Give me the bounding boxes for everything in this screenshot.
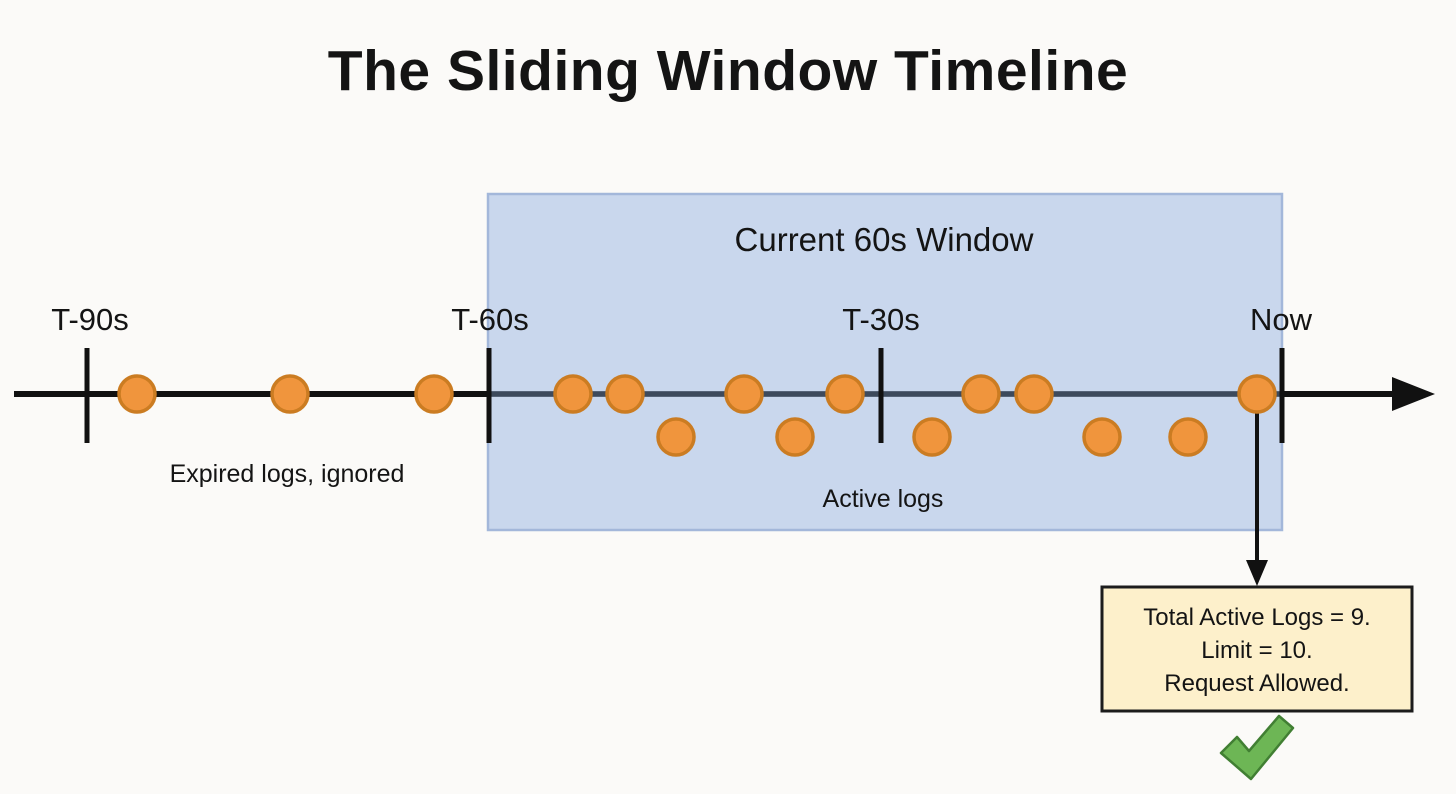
expired-logs-label: Expired logs, ignored xyxy=(170,460,405,488)
log-event-dot xyxy=(1014,374,1054,414)
log-event-dot xyxy=(1168,417,1208,457)
log-event-dot xyxy=(1082,417,1122,457)
log-event-dot xyxy=(825,374,865,414)
result-callout-box xyxy=(1100,585,1414,713)
log-event-dot xyxy=(605,374,645,414)
log-event-dot xyxy=(724,374,764,414)
log-event-dot xyxy=(961,374,1001,414)
callout-line-limit: Limit = 10. xyxy=(1201,637,1312,664)
log-event-dots xyxy=(117,374,1277,457)
current-window-label: Current 60s Window xyxy=(735,221,1034,258)
log-event-dot xyxy=(912,417,952,457)
log-event-dot xyxy=(270,374,310,414)
tick-label-now: Now xyxy=(1250,302,1313,337)
log-event-dot xyxy=(117,374,157,414)
tick-label-t-30s: T-30s xyxy=(842,302,920,337)
timeline-arrow-right-icon xyxy=(1392,377,1435,411)
page-title: The Sliding Window Timeline xyxy=(328,39,1128,103)
tick-label-t-90s: T-90s xyxy=(51,302,129,337)
log-event-dot xyxy=(775,417,815,457)
callout-line-total: Total Active Logs = 9. xyxy=(1143,604,1370,631)
checkmark-icon xyxy=(1219,714,1295,781)
current-window-region xyxy=(486,192,1284,532)
log-event-dot xyxy=(1237,374,1277,414)
log-event-dot xyxy=(656,417,696,457)
log-event-dot xyxy=(414,374,454,414)
tick-label-t-60s: T-60s xyxy=(451,302,529,337)
callout-line-result: Request Allowed. xyxy=(1164,670,1349,697)
log-event-dot xyxy=(553,374,593,414)
active-logs-label: Active logs xyxy=(823,485,944,513)
callout-arrow-down-icon xyxy=(1246,560,1268,586)
